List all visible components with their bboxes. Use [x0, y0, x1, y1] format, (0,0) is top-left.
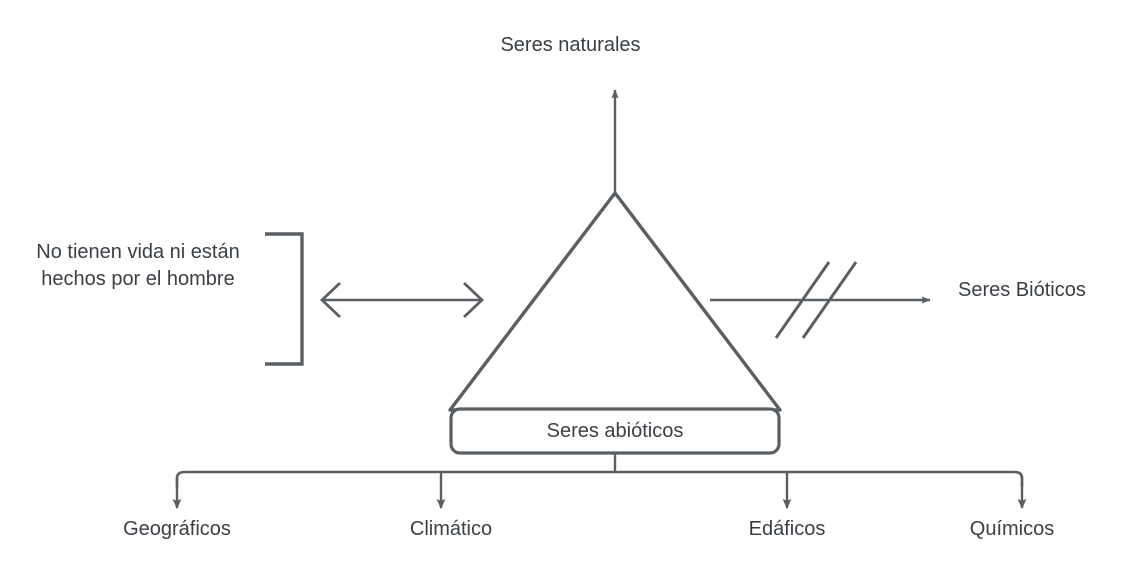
slash-mark-2 [801, 261, 858, 339]
slash-mark-1 [774, 261, 831, 339]
leaf-label-quimicos: Químicos [969, 518, 1055, 540]
leaf-label-geograficos: Geográficos [123, 518, 231, 540]
label-seres-abioticos: Seres abióticos [546, 419, 684, 442]
divider-title-seres-naturales: Seres naturales [0, 31, 1141, 61]
leaf-label-edaficos: Edáficos [748, 518, 826, 540]
right-excluded-arrow [710, 261, 931, 339]
leaf-label-climatico: Climático [409, 518, 493, 540]
double-headed-arrow [319, 281, 485, 319]
central-triangle [448, 191, 782, 412]
branch-bar [175, 470, 1024, 487]
left-bracket [265, 232, 304, 366]
left-annotation-text: No tienen vida ni están hechos por el ho… [36, 241, 240, 290]
label-seres-bioticos: Seres Bióticos [958, 279, 1086, 301]
